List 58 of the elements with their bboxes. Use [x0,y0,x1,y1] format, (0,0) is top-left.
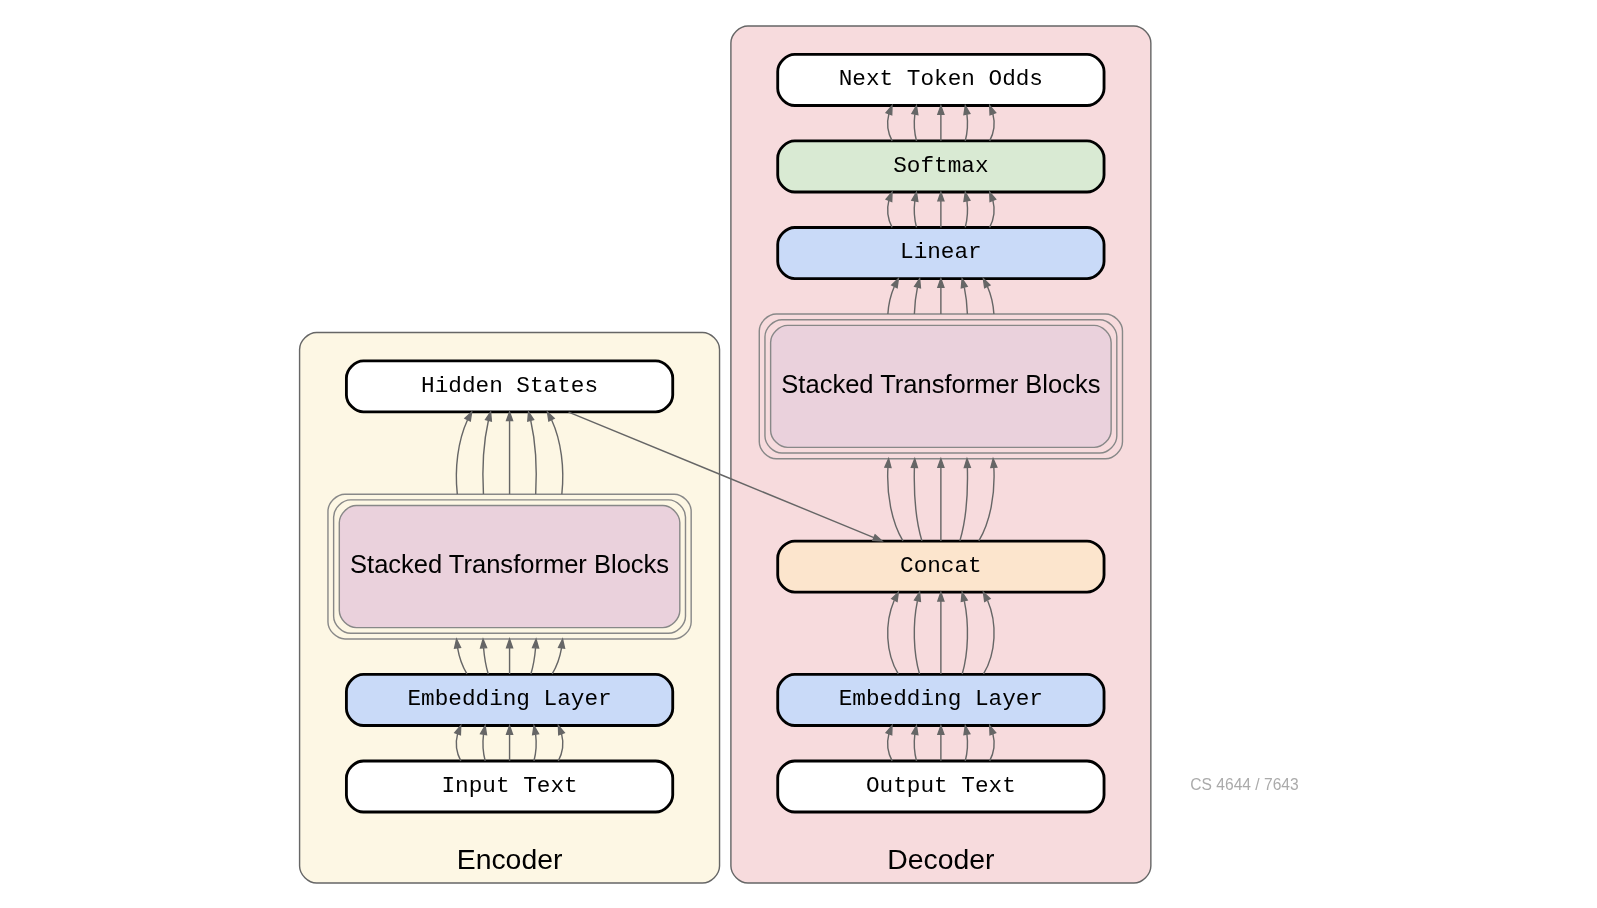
arrow [551,636,565,675]
arrow [977,456,998,542]
arrow [958,456,971,542]
arrow [962,189,971,228]
arrow [505,636,514,675]
node-box: Linear [775,225,1105,280]
arrow [886,276,899,315]
label: CS 4644 / 7643 [1189,775,1299,793]
node-box: Concat [775,539,1105,594]
arrow [936,723,945,762]
arrow [479,723,487,762]
arrow [910,103,919,142]
arrow [913,276,921,315]
arrow [884,189,893,228]
arrow [531,723,540,762]
arrow [505,409,514,495]
arrow [936,456,945,542]
arrow [910,189,919,228]
arrow [526,409,537,495]
arrow [479,636,489,675]
arrow [453,723,461,762]
arrow [886,590,899,675]
arrow [981,276,995,315]
arrow [936,276,945,315]
arrow [453,636,468,675]
arrow [988,723,997,762]
arrow [936,189,945,228]
arrow [982,590,995,675]
arrow [529,636,539,675]
arrow [912,589,921,675]
node-box: Stacked Transformer Blocks [326,493,692,640]
node-box: Stacked Transformer Blocks [758,312,1123,459]
arrow [481,409,492,495]
arrow [988,189,997,228]
arrow [557,723,565,762]
arrow [884,723,893,762]
arrow [960,276,968,315]
node-box: Output Text [775,759,1105,813]
arrow [962,723,971,762]
arrow [505,723,514,762]
arrow [936,103,945,142]
arrow [962,103,971,142]
node-box: Embedding Layer [775,672,1105,727]
arrow [455,409,473,495]
arrow [884,103,893,142]
node-box: Softmax [775,139,1105,193]
node-box: Input Text [344,759,674,813]
node-box: Embedding Layer [344,672,674,727]
arrow [960,589,968,675]
node-box: Hidden States [344,358,674,413]
arrow [936,589,945,675]
arrow [883,456,904,542]
arrow [567,410,884,542]
arrow [910,723,919,762]
arrow [909,456,923,542]
node-box: Next Token Odds [775,52,1105,107]
arrow [988,103,997,142]
arrow [546,409,563,495]
